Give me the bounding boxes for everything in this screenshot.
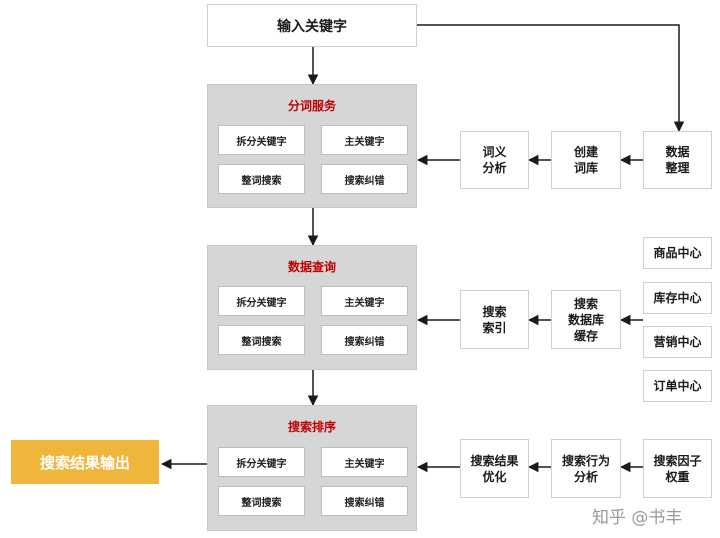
group-cell: 搜索纠错 xyxy=(321,325,408,355)
search-index-box: 搜索 索引 xyxy=(460,290,529,349)
result-optimize-box: 搜索结果 优化 xyxy=(460,439,529,498)
create-lexicon-box: 创建 词库 xyxy=(551,131,621,189)
group-cell: 搜索纠错 xyxy=(321,164,408,194)
search-db-cache-box: 搜索 数据库 缓存 xyxy=(551,290,621,349)
product-center-box: 商品中心 xyxy=(643,237,712,269)
arrow-top-to-data-arrange xyxy=(417,24,685,133)
group-search-ranking: 搜索排序 拆分关键字 主关键字 整词搜索 搜索纠错 xyxy=(207,405,417,531)
group-title: 分词服务 xyxy=(287,99,336,113)
data-arrange-box: 数据 整理 xyxy=(643,131,712,189)
inventory-center-box: 库存中心 xyxy=(643,282,712,314)
group-cell: 主关键字 xyxy=(321,286,408,316)
group-cell: 主关键字 xyxy=(321,125,408,155)
group-cell: 整词搜索 xyxy=(218,325,305,355)
order-center-box: 订单中心 xyxy=(643,370,712,402)
group-data-query: 数据查询 拆分关键字 主关键字 整词搜索 搜索纠错 xyxy=(207,245,417,370)
group-title: 数据查询 xyxy=(287,260,336,274)
group-title: 搜索排序 xyxy=(287,420,336,434)
group-cell: 整词搜索 xyxy=(218,486,305,516)
group-cell: 拆分关键字 xyxy=(218,447,305,477)
search-result-output-box: 搜索结果输出 xyxy=(11,440,159,484)
group-cell: 搜索纠错 xyxy=(321,486,408,516)
watermark: 知乎 @书丰 xyxy=(592,508,683,528)
group-tokenize-service: 分词服务 拆分关键字 主关键字 整词搜索 搜索纠错 xyxy=(207,84,417,208)
input-keyword-box: 输入关键字 xyxy=(207,4,417,47)
group-cell: 主关键字 xyxy=(321,447,408,477)
semantic-analysis-box: 词义 分析 xyxy=(460,131,529,189)
search-behavior-box: 搜索行为 分析 xyxy=(551,439,621,498)
group-cell: 拆分关键字 xyxy=(218,286,305,316)
group-cell: 拆分关键字 xyxy=(218,125,305,155)
search-factor-weight-box: 搜索因子 权重 xyxy=(643,439,712,498)
marketing-center-box: 营销中心 xyxy=(643,326,712,358)
group-cell: 整词搜索 xyxy=(218,164,305,194)
